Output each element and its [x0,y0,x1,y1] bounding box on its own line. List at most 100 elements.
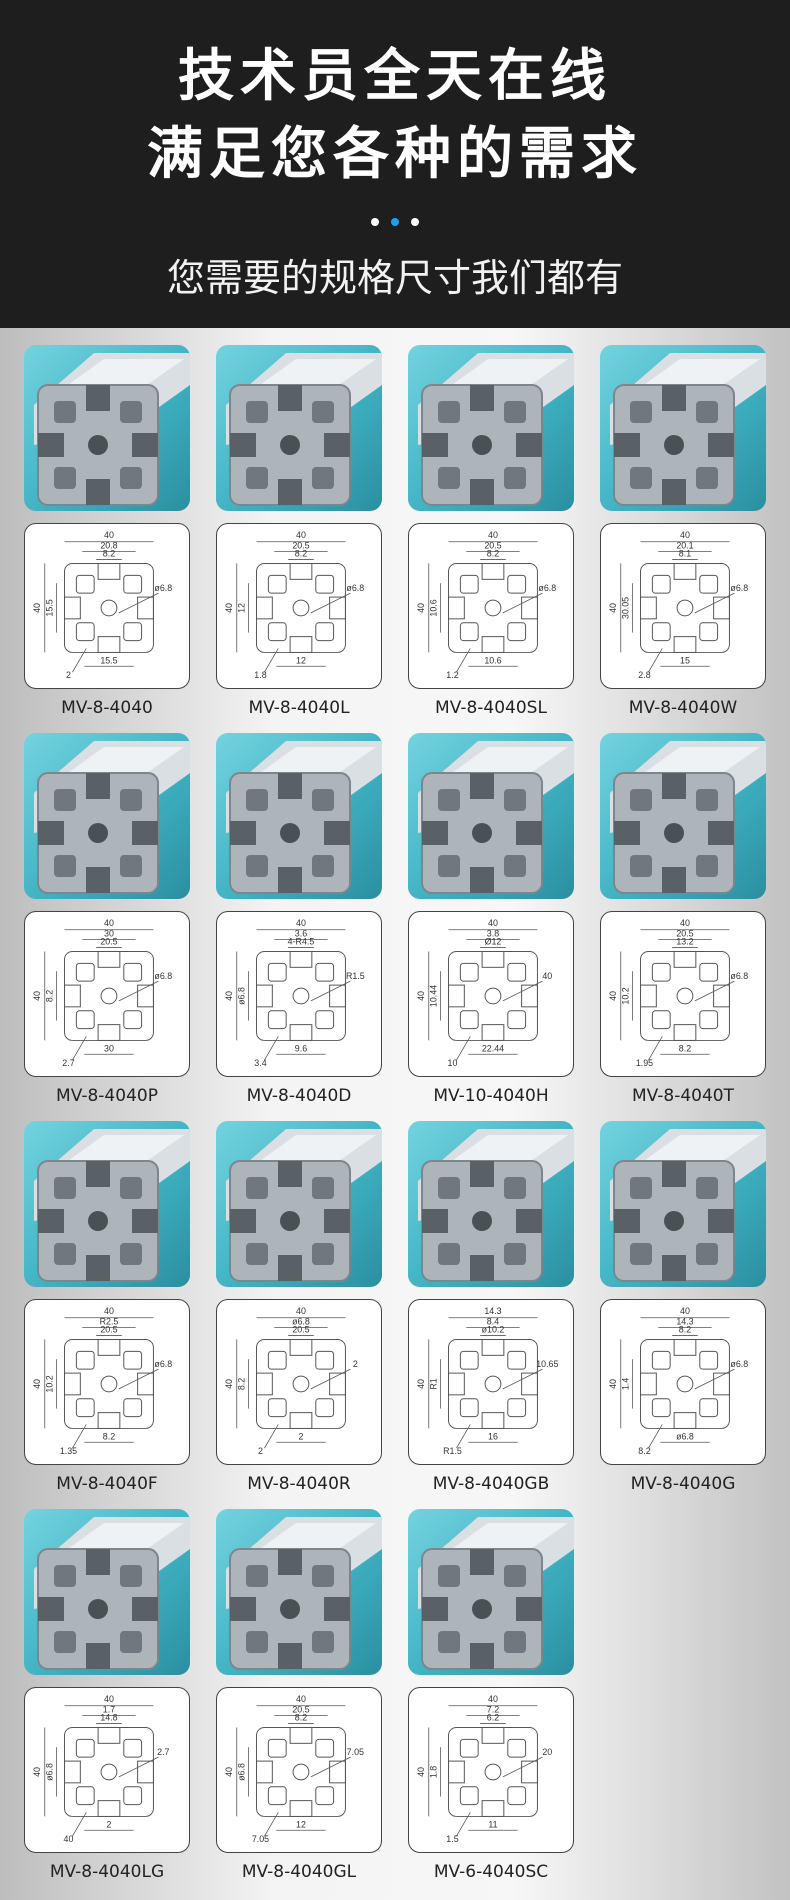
pager-dot-active [391,218,399,226]
dimension-label: R1 [429,1378,439,1389]
dimension-label: ø6.8 [730,971,748,981]
dimension-label: R1.5 [443,1446,462,1456]
dimension-label: 1.8 [254,670,266,680]
dimension-label: 1.7 [103,1705,115,1715]
dimension-label: 8.2 [103,1431,115,1441]
aluminum-profile-icon [24,1121,190,1287]
dimension-label: 40 [64,1834,74,1844]
headline-line1: 技术员全天在线 [178,44,612,109]
product-name: MV-6-4040SC [433,1862,549,1882]
dimension-label: 20.5 [292,1325,309,1335]
dimension-label: 15 [680,655,690,665]
dimension-label: ø6.8 [346,583,364,593]
dimension-label: ø6.8 [154,583,172,593]
product-name: MV-8-4040W [628,698,738,718]
product-name: MV-8-4040D [246,1086,352,1106]
dimension-label: 30.05 [621,597,631,619]
dimension-label: 2.7 [157,1747,169,1757]
dimension-label: 40 [680,530,690,540]
product-name: MV-8-4040T [631,1086,735,1106]
dimension-label: 40 [608,603,618,613]
product-name: MV-8-4040SL [435,698,547,718]
dimension-label: ø6.8 [154,971,172,981]
dimension-label: ø6.8 [730,1359,748,1369]
dimension-label: 40 [542,971,552,981]
pager-dot [371,218,379,226]
dimension-label: 40 [608,991,618,1001]
dimension-label: 30 [104,929,114,939]
dimension-label: ø6.8 [730,583,748,593]
dimension-label: 40 [680,1306,690,1316]
dimension-label: 8.1 [679,549,691,559]
dimension-label: 2 [299,1431,304,1441]
dimension-label: 10.6 [429,599,439,616]
product-name: MV-8-4040G [630,1474,736,1494]
product-name: MV-8-4040 [61,698,153,718]
aluminum-profile-icon [408,733,574,899]
dimension-label: 40 [104,530,114,540]
aluminum-profile-icon [216,1121,382,1287]
dimension-label: 40 [32,991,42,1001]
product-name: MV-8-4040GB [432,1474,550,1494]
aluminum-profile-icon [600,733,766,899]
dimension-label: 8.2 [679,1043,691,1053]
aluminum-profile-icon [408,1121,574,1287]
dimension-label: 1.95 [636,1058,653,1068]
dimension-label: 3.8 [487,929,499,939]
dimension-label: 40 [224,1379,234,1389]
dimension-label: 40 [224,603,234,613]
dimension-label: 40 [416,603,426,613]
dimension-label: 8.2 [638,1446,650,1456]
dimension-label: 20.5 [484,541,501,551]
dimension-label: 13.2 [676,937,693,947]
dimension-label: 40 [488,918,498,928]
dimension-label: 8.4 [487,1317,499,1327]
dimension-label: ø6.8 [154,1359,172,1369]
dimension-label: 7.2 [487,1705,499,1715]
dimension-label: 7.05 [252,1834,269,1844]
dimension-label: ø10.2 [482,1325,505,1335]
dimension-label: 8.2 [103,549,115,559]
header-banner: 技术员全天在线 满足您各种的需求 您需要的规格尺寸我们都有 [0,0,790,328]
aluminum-profile-icon [216,345,382,511]
dimension-label: R1.5 [346,971,365,981]
dimension-label: 8.2 [295,549,307,559]
aluminum-profile-icon [600,345,766,511]
product-name: MV-8-4040F [56,1474,158,1494]
dimension-label: 2 [107,1819,112,1829]
dimension-label: 40 [416,1379,426,1389]
dimension-label: 20.8 [100,541,117,551]
dimension-label: 14.8 [100,1713,117,1723]
dimension-label: Ø12 [485,937,502,947]
dimension-label: ø6.8 [538,583,556,593]
product-name: MV-8-4040P [56,1086,158,1106]
dimension-label: 40 [416,1767,426,1777]
dimension-label: 40 [224,991,234,1001]
dimension-label: 2 [66,670,71,680]
dimension-label: 40 [104,1694,114,1704]
subtitle: 您需要的规格尺寸我们都有 [166,256,623,300]
aluminum-profile-icon [24,733,190,899]
dimension-label: 1.35 [60,1446,77,1456]
aluminum-profile-icon [24,345,190,511]
dimension-label: 12 [296,1819,306,1829]
dimension-label: 2.7 [62,1058,74,1068]
aluminum-profile-icon [600,1121,766,1287]
dimension-label: 20.5 [292,1705,309,1715]
dimension-label: 15.5 [100,655,117,665]
dimension-label: 20.5 [100,1325,117,1335]
dimension-label: 2.8 [638,670,650,680]
dimension-label: 16 [488,1431,498,1441]
dimension-label: 1.8 [429,1766,439,1778]
headline-line2: 满足您各种的需求 [147,122,643,187]
dimension-label: 10.6 [484,655,501,665]
dimension-label: 3.6 [295,929,307,939]
